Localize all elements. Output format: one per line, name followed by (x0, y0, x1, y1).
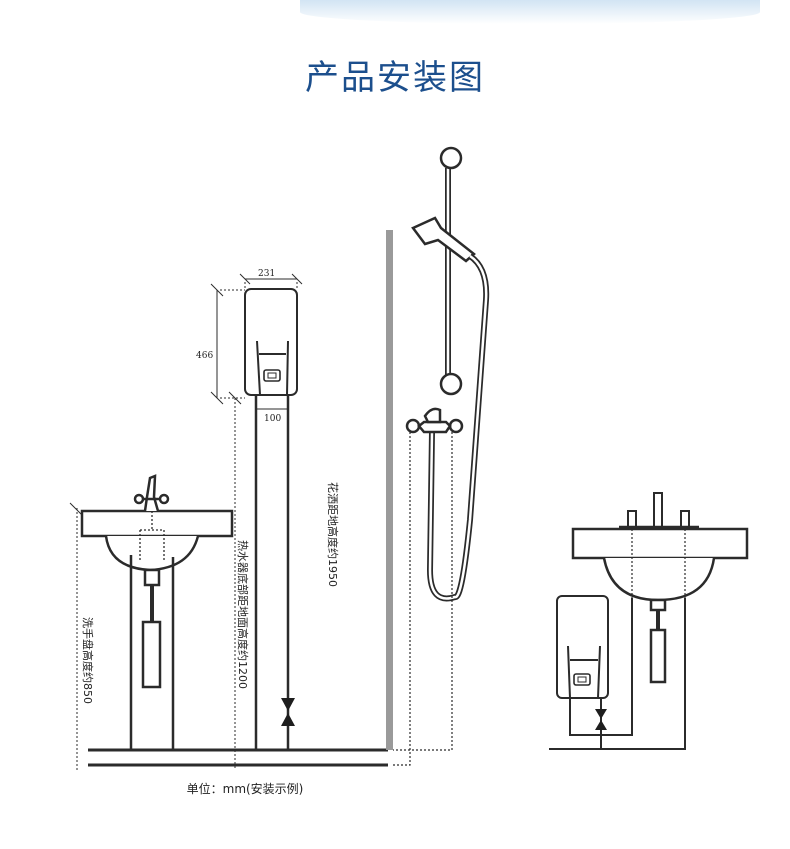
shower-height-label: 花洒距地高度约1950 (326, 482, 340, 587)
heater-floor-dimension (228, 391, 242, 770)
shower-mixer (405, 407, 464, 434)
left-basin-dashed-pipes (139, 511, 165, 560)
header-glow (300, 0, 760, 24)
heater-height-dimension (210, 283, 245, 405)
heater-width-label: 231 (258, 269, 275, 279)
right-faucet (619, 492, 699, 530)
shower-hose-inner (428, 254, 488, 600)
units-note: 单位：mm(安装示例) (186, 782, 304, 796)
left-wash-basin (80, 509, 234, 750)
under-sink-valve (595, 709, 607, 730)
heater-width-dimension (239, 273, 303, 289)
under-sink-heater (556, 595, 609, 699)
page-title: 产品安装图 (305, 58, 485, 98)
right-basin-dashed-pipes (631, 529, 686, 598)
basin-height-dimension (69, 502, 83, 770)
heater-height-label: 466 (196, 351, 213, 361)
shower-dashed-pipes (393, 432, 453, 766)
basin-height-label: 洗手盘高度约850 (81, 617, 95, 704)
shower-head (411, 216, 476, 263)
shower-rail (439, 146, 463, 396)
heater-pipes (254, 395, 290, 750)
left-faucet (133, 474, 170, 512)
wall (386, 230, 393, 750)
water-heater (244, 288, 298, 396)
heater-floor-height-label: 热水器底部距地面高度约1200 (236, 540, 250, 689)
floor-pipes (88, 748, 388, 767)
pipe-spacing-label: 100 (264, 414, 281, 424)
heater-valve (281, 698, 295, 726)
